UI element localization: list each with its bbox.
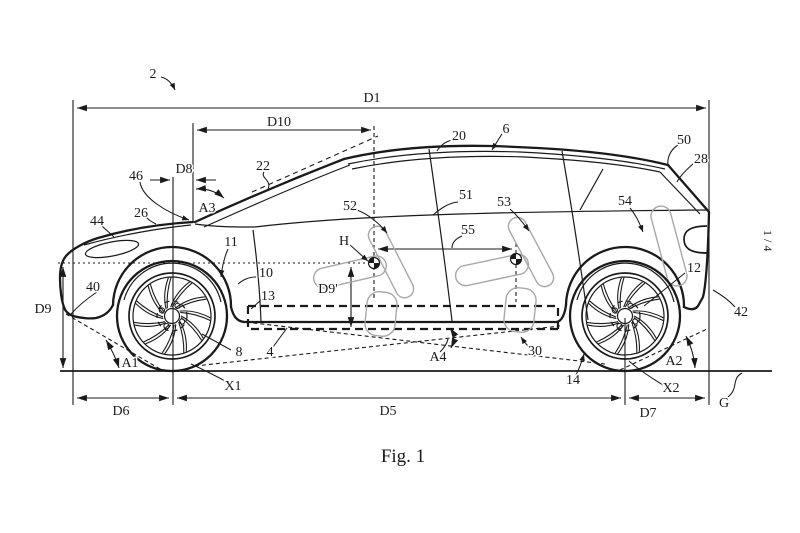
front-seat-cushion	[312, 255, 388, 289]
front-wheel-spokes	[133, 277, 211, 355]
rear-seat-cushion	[454, 253, 530, 287]
front-wheel-bolts	[158, 302, 186, 330]
label-12: 12	[687, 261, 701, 276]
front-seat-backrest	[367, 225, 415, 299]
figure-caption: Fig. 1	[381, 446, 425, 467]
rear-wheel-bolts	[611, 302, 639, 330]
label-d10: D10	[267, 115, 291, 130]
label-46: 46	[129, 169, 143, 184]
label-14: 14	[566, 373, 580, 388]
label-d5: D5	[379, 404, 396, 419]
label-a2: A2	[665, 354, 682, 369]
label-8: 8	[236, 345, 243, 360]
d-pillar	[666, 163, 711, 214]
label-d7: D7	[639, 406, 656, 421]
label-x1: X1	[224, 379, 241, 394]
rear-end	[682, 210, 711, 311]
label-54: 54	[618, 194, 632, 209]
label-11: 11	[224, 235, 237, 250]
front-seat-base	[364, 291, 398, 337]
windscreen	[193, 157, 346, 224]
front-wheel	[115, 259, 229, 373]
label-53: 53	[497, 195, 511, 210]
rear-seat-backrest	[507, 216, 555, 288]
front-h-point	[367, 256, 381, 270]
label-d9: D9	[34, 302, 51, 317]
label-55: 55	[461, 223, 475, 238]
h-point-markers	[367, 252, 523, 270]
headlight	[84, 239, 140, 259]
car-body	[58, 144, 711, 324]
label-28: 28	[694, 152, 708, 167]
label-h: H	[339, 234, 349, 249]
label-d6: D6	[112, 404, 129, 419]
rear-wheel-arch	[564, 245, 686, 309]
label-6: 6	[503, 122, 510, 137]
label-26: 26	[134, 206, 148, 221]
front-end	[58, 220, 195, 320]
label-d1: D1	[363, 91, 380, 106]
labels: 2 D1 D10 22 20 6 50 28 46 D8 A3 26 44 52…	[33, 66, 775, 468]
label-g: G	[719, 396, 729, 411]
label-d9p: D9'	[318, 282, 338, 297]
label-x2: X2	[662, 381, 679, 396]
label-a4: A4	[429, 350, 446, 365]
label-30: 30	[528, 344, 542, 359]
label-a3: A3	[198, 201, 215, 216]
sheet-indicator: 1 / 4	[761, 230, 775, 251]
label-4: 4	[267, 345, 274, 360]
rocker-sill	[229, 303, 568, 324]
label-a1: A1	[121, 356, 138, 371]
label-20: 20	[452, 129, 466, 144]
dimension-lines	[59, 104, 706, 402]
label-2: 2	[150, 67, 157, 82]
front-wheel-arch	[111, 245, 233, 309]
label-51: 51	[459, 188, 473, 203]
seats	[312, 205, 688, 337]
label-d8: D8	[175, 162, 192, 177]
label-13: 13	[261, 289, 275, 304]
taillight	[683, 225, 708, 254]
leader-lines	[70, 76, 743, 398]
roofline	[342, 144, 670, 167]
car-details	[83, 148, 708, 322]
label-10: 10	[259, 266, 273, 281]
rear-wheel	[568, 259, 682, 373]
rear-h-point	[509, 252, 523, 266]
third-row-seat	[650, 205, 688, 287]
rear-wheel-spokes	[586, 277, 664, 355]
label-50: 50	[677, 133, 691, 148]
label-52: 52	[343, 199, 357, 214]
label-22: 22	[256, 159, 270, 174]
label-42: 42	[734, 305, 748, 320]
rear-seat-base	[503, 287, 537, 333]
label-44: 44	[90, 214, 104, 229]
label-40: 40	[86, 280, 100, 295]
